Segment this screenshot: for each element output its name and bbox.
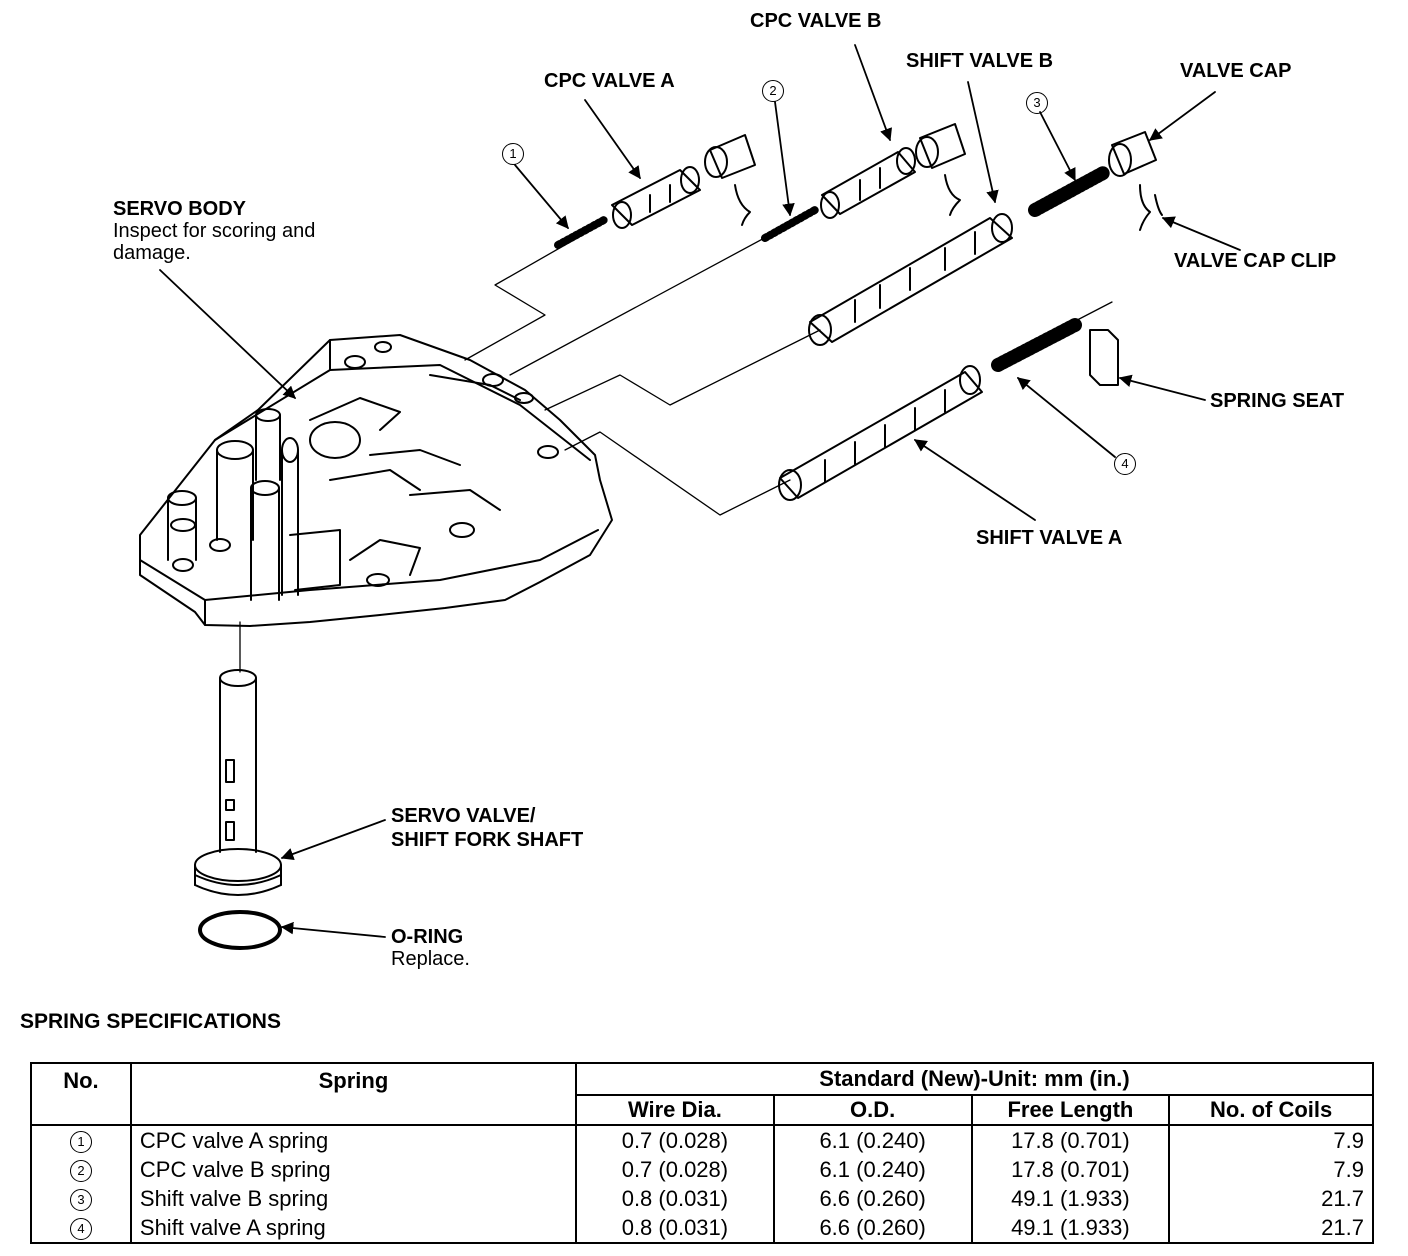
label-servo-body: SERVO BODY Inspect for scoring and damag… (113, 198, 315, 264)
header-standard: Standard (New)-Unit: mm (in.) (575, 1062, 1374, 1096)
header-od: O.D. (772, 1095, 973, 1126)
cell-spring: CPC valve A spring (129, 1125, 578, 1155)
cell-no: 1 (30, 1125, 132, 1155)
spec-title: SPRING SPECIFICATIONS (20, 1010, 281, 1033)
table-row: 2 CPC valve B spring 0.7 (0.028) 6.1 (0.… (30, 1155, 1374, 1184)
label-cpc-valve-b: CPC VALVE B (750, 10, 882, 32)
row-number-badge: 3 (69, 1189, 92, 1212)
cell-coils: 7.9 (1168, 1155, 1374, 1184)
servo-valve-shaft (194, 669, 282, 896)
label-servo-valve: SERVO VALVE/ SHIFT FORK SHAFT (391, 804, 583, 852)
cell-wire: 0.7 (0.028) (575, 1155, 775, 1184)
cpc-valve-a (611, 166, 701, 229)
cell-od: 6.6 (0.260) (772, 1213, 973, 1244)
label-valve-cap-clip: VALVE CAP CLIP (1174, 250, 1337, 272)
callout-1: 1 (502, 143, 524, 165)
label-cpc-valve-a: CPC VALVE A (544, 70, 675, 92)
cell-wire: 0.7 (0.028) (575, 1125, 775, 1155)
header-spring: Spring (129, 1062, 578, 1126)
cell-no: 3 (30, 1184, 132, 1213)
spring-3 (1028, 165, 1112, 217)
shift-valve-a (778, 365, 983, 501)
cell-free: 17.8 (0.701) (970, 1125, 1171, 1155)
cell-no: 2 (30, 1155, 132, 1184)
cell-free: 17.8 (0.701) (970, 1155, 1171, 1184)
shift-valve-b (808, 213, 1013, 346)
callout-2: 2 (762, 80, 784, 102)
cell-coils: 21.7 (1168, 1184, 1374, 1213)
label-spring-seat: SPRING SEAT (1210, 390, 1345, 412)
header-coils: No. of Coils (1168, 1095, 1374, 1126)
cell-wire: 0.8 (0.031) (575, 1213, 775, 1244)
valve-cap-clip (1139, 184, 1163, 231)
row-number-badge: 2 (69, 1160, 92, 1183)
cell-od: 6.6 (0.260) (772, 1184, 973, 1213)
cell-od: 6.1 (0.240) (772, 1125, 973, 1155)
spring-1 (554, 216, 608, 249)
header-no: No. (30, 1062, 132, 1126)
servo-valve-line-1: SERVO VALVE/ (391, 805, 536, 827)
cell-coils: 21.7 (1168, 1213, 1374, 1244)
valve-cap (1108, 131, 1157, 177)
servo-body-note-2: damage. (113, 242, 191, 264)
header-free-length: Free Length (970, 1095, 1171, 1126)
exploded-diagram (139, 44, 1241, 950)
row-number-badge: 1 (69, 1131, 92, 1154)
label-arrows (159, 44, 1241, 938)
o-ring-note: Replace. (391, 948, 470, 970)
cell-no: 4 (30, 1213, 132, 1244)
table-row: 3 Shift valve B spring 0.8 (0.031) 6.6 (… (30, 1184, 1374, 1213)
header-wire-dia: Wire Dia. (575, 1095, 775, 1126)
valve-cap-b (915, 123, 966, 216)
row-number-badge: 4 (69, 1218, 92, 1241)
servo-body (139, 334, 613, 627)
label-shift-valve-a: SHIFT VALVE A (976, 527, 1123, 549)
spring-seat (1089, 329, 1119, 386)
cell-spring: Shift valve B spring (129, 1184, 578, 1213)
cell-spring: CPC valve B spring (129, 1155, 578, 1184)
servo-valve-line-2: SHIFT FORK SHAFT (391, 829, 584, 851)
spring-2 (761, 206, 819, 242)
cell-od: 6.1 (0.240) (772, 1155, 973, 1184)
spring-spec-table: No. Spring Standard (New)-Unit: mm (in.)… (30, 1062, 1374, 1244)
o-ring (198, 910, 282, 950)
servo-body-note-1: Inspect for scoring and (113, 220, 316, 242)
cpc-valve-b (820, 147, 916, 219)
label-o-ring: O-RING Replace. (391, 926, 470, 970)
cell-spring: Shift valve A spring (129, 1213, 578, 1244)
alignment-lines (239, 224, 1113, 673)
valve-cap-a (704, 134, 756, 226)
cell-coils: 7.9 (1168, 1125, 1374, 1155)
o-ring-title: O-RING (391, 926, 464, 948)
table-row: 1 CPC valve A spring 0.7 (0.028) 6.1 (0.… (30, 1125, 1374, 1155)
servo-body-title: SERVO BODY (113, 198, 246, 220)
cell-wire: 0.8 (0.031) (575, 1184, 775, 1213)
cell-free: 49.1 (1.933) (970, 1184, 1171, 1213)
label-shift-valve-b: SHIFT VALVE B (906, 50, 1054, 72)
callout-4: 4 (1114, 453, 1136, 475)
spring-4 (991, 318, 1082, 372)
label-valve-cap: VALVE CAP (1180, 60, 1292, 82)
table-row: 4 Shift valve A spring 0.8 (0.031) 6.6 (… (30, 1213, 1374, 1244)
cell-free: 49.1 (1.933) (970, 1213, 1171, 1244)
callout-3: 3 (1026, 92, 1048, 114)
